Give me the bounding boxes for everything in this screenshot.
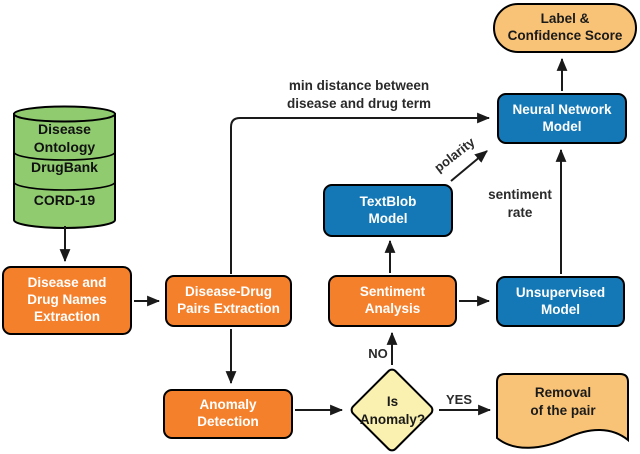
datastore-segment3-label: CORD-19 xyxy=(33,192,96,208)
decision-is-anomaly-label: Is Anomaly? xyxy=(359,394,426,427)
datastore-segment2-label: DrugBank xyxy=(31,159,98,175)
node-disease-drug-pairs-extraction: Disease-Drug Pairs Extraction xyxy=(165,275,292,327)
node-disease-drug-names-extraction: Disease and Drug Names Extraction xyxy=(2,266,132,335)
datastore-segment1-label: Disease Ontology xyxy=(33,121,96,156)
edge-label-min-distance: min distance between disease and drug te… xyxy=(286,78,432,111)
node-textblob-model: TextBlob Model xyxy=(323,184,453,237)
edge-label-sentiment-rate: sentiment rate xyxy=(488,187,552,220)
node-label-confidence-score: Label & Confidence Score xyxy=(493,3,637,53)
node-unsupervised-model: Unsupervised Model xyxy=(496,276,625,327)
node-anomaly-detection: Anomaly Detection xyxy=(163,389,293,439)
cylinder-top-ellipse xyxy=(13,105,116,123)
document-shape xyxy=(496,373,629,449)
node-sentiment-analysis: Sentiment Analysis xyxy=(328,275,457,327)
edge-label-yes: YES xyxy=(445,392,472,407)
database-cylinder xyxy=(13,105,116,229)
cylinder-divider-1 xyxy=(13,151,116,161)
node-neural-network-model: Neural Network Model xyxy=(497,93,627,144)
edge-label-no: NO xyxy=(368,346,388,361)
document-removal-label: Removal of the pair xyxy=(530,385,596,418)
arrow-textblob-to-neural-polarity xyxy=(450,150,488,182)
arrow-pairs-to-neural-min-distance xyxy=(230,112,491,274)
cylinder-divider-2 xyxy=(13,181,116,191)
